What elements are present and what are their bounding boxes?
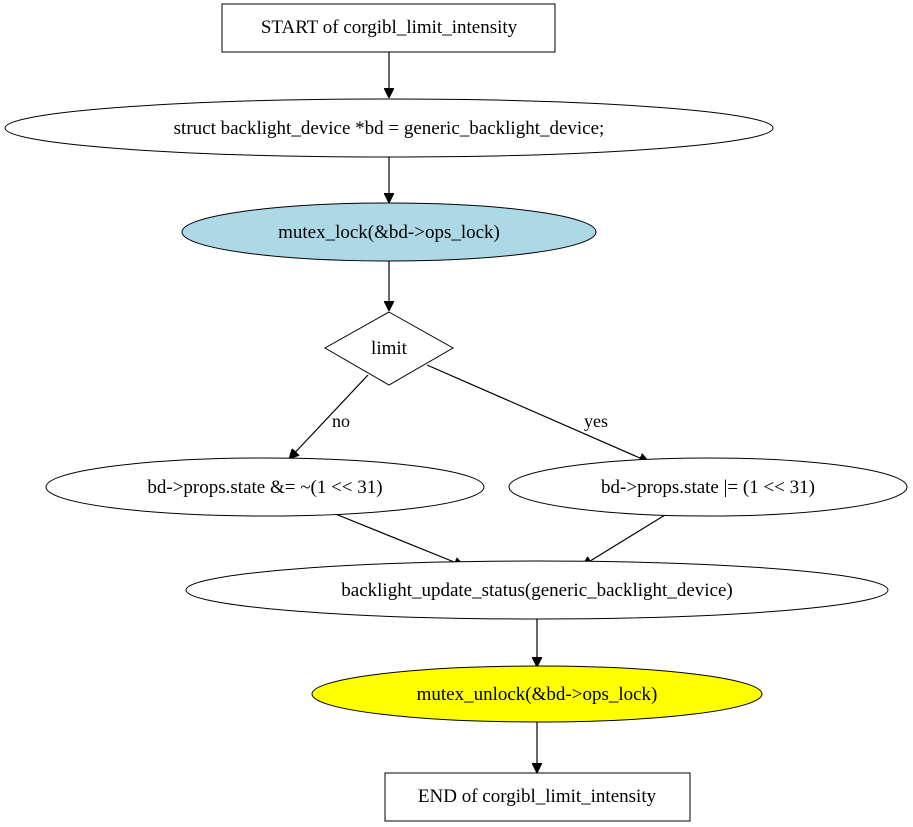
node-update: backlight_update_status(generic_backligh… — [185, 560, 889, 620]
edge-clear-to-update — [332, 512, 464, 566]
end-box — [384, 772, 691, 822]
edge-set-to-update — [582, 514, 666, 566]
edge-label-yes: yes — [584, 411, 608, 431]
limit-label: limit — [371, 338, 408, 359]
clear-ellipse — [45, 457, 485, 517]
edge-label-no: no — [332, 411, 350, 431]
start-label: START of corgibl_limit_intensity — [261, 17, 518, 38]
unlock-label: mutex_unlock(&bd->ops_lock) — [417, 684, 658, 705]
end-label: END of corgibl_limit_intensity — [418, 786, 657, 807]
start-box — [221, 3, 556, 53]
edge-limit-to-clear — [289, 374, 369, 459]
decl-label: struct backlight_device *bd = generic_ba… — [174, 118, 605, 139]
lock-ellipse — [181, 202, 597, 262]
edge-limit-to-set — [426, 364, 649, 462]
set-label: bd->props.state |= (1 << 31) — [601, 477, 815, 498]
node-lock: mutex_lock(&bd->ops_lock) — [181, 202, 597, 262]
node-set: bd->props.state |= (1 << 31) — [508, 457, 908, 517]
clear-label: bd->props.state &= ~(1 << 31) — [147, 477, 382, 498]
node-clear: bd->props.state &= ~(1 << 31) — [45, 457, 485, 517]
unlock-ellipse — [311, 665, 763, 723]
edges: no yes — [289, 52, 666, 773]
lock-label: mutex_lock(&bd->ops_lock) — [278, 222, 500, 243]
decl-ellipse — [4, 98, 774, 158]
update-ellipse — [185, 560, 889, 620]
node-limit: limit — [323, 311, 455, 386]
node-start: START of corgibl_limit_intensity — [221, 3, 556, 53]
update-label: backlight_update_status(generic_backligh… — [341, 580, 732, 601]
node-end: END of corgibl_limit_intensity — [384, 772, 691, 822]
node-decl: struct backlight_device *bd = generic_ba… — [4, 98, 774, 158]
set-ellipse — [508, 457, 908, 517]
node-unlock: mutex_unlock(&bd->ops_lock) — [311, 665, 763, 723]
limit-diamond — [323, 311, 455, 386]
